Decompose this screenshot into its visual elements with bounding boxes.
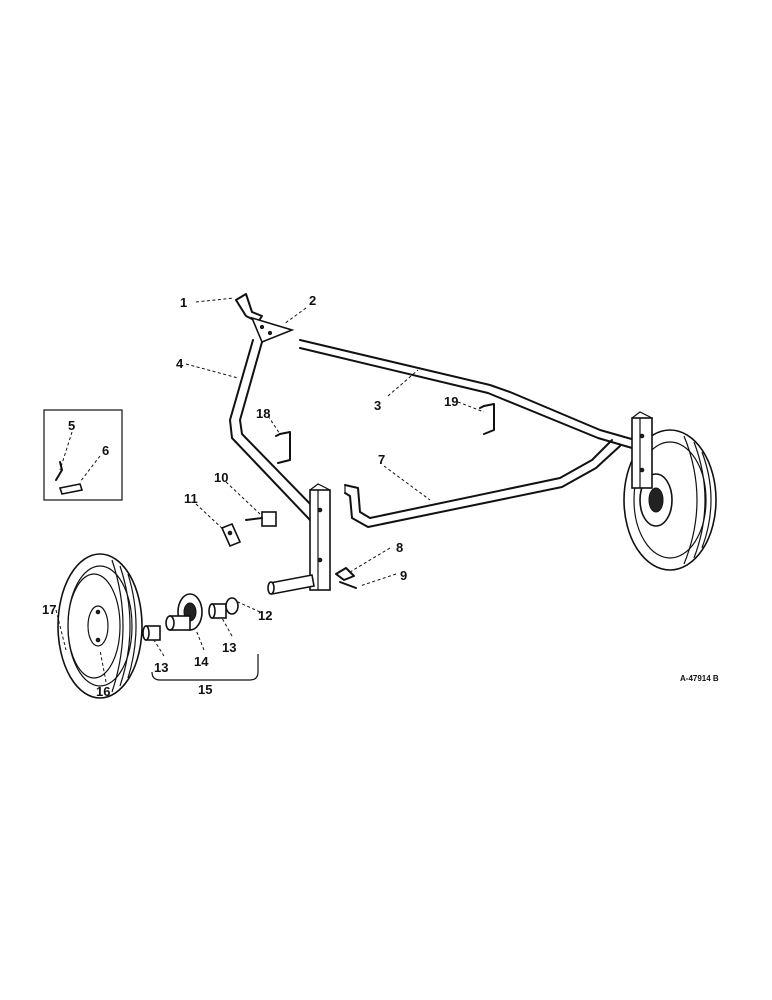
callout-2: 2 bbox=[309, 293, 316, 308]
clip-8 bbox=[335, 567, 355, 581]
callout-11: 11 bbox=[184, 491, 198, 506]
drawing-code: A-47914 B bbox=[680, 674, 719, 683]
bracket-1 bbox=[235, 293, 263, 323]
right-spindle-post bbox=[631, 411, 653, 489]
callout-6: 6 bbox=[102, 443, 109, 458]
callout-13-right: 13 bbox=[222, 640, 236, 655]
bracket-18 bbox=[275, 431, 291, 464]
callout-16: 16 bbox=[96, 684, 110, 699]
callout-7: 7 bbox=[378, 452, 385, 467]
bearing-13-right bbox=[208, 603, 227, 619]
leader-lines bbox=[55, 297, 485, 683]
left-frame-tube bbox=[229, 339, 319, 521]
axle-stub bbox=[267, 574, 315, 595]
callout-17: 17 bbox=[42, 602, 56, 617]
pin-9 bbox=[339, 581, 357, 589]
cup-12 bbox=[225, 597, 239, 615]
long-frame-tube bbox=[299, 339, 636, 449]
callout-8: 8 bbox=[396, 540, 403, 555]
callout-1: 1 bbox=[180, 295, 187, 310]
callout-12: 12 bbox=[258, 608, 272, 623]
plate-2 bbox=[250, 316, 295, 344]
callout-labels: 1 2 3 4 5 6 7 8 9 10 11 12 13 13 14 15 1… bbox=[42, 293, 719, 699]
callout-15: 15 bbox=[198, 682, 212, 697]
hub-14 bbox=[165, 593, 203, 631]
left-wheel bbox=[57, 553, 143, 699]
callout-13-left: 13 bbox=[154, 660, 168, 675]
callout-18: 18 bbox=[256, 406, 270, 421]
callout-14: 14 bbox=[194, 654, 209, 669]
callout-4: 4 bbox=[176, 356, 184, 371]
callout-3: 3 bbox=[374, 398, 381, 413]
pin-10 bbox=[245, 511, 277, 527]
callout-5: 5 bbox=[68, 418, 75, 433]
callout-19: 19 bbox=[444, 394, 458, 409]
left-spindle-post bbox=[309, 483, 331, 591]
callout-9: 9 bbox=[400, 568, 407, 583]
bracket-19 bbox=[479, 403, 495, 435]
plate-11 bbox=[220, 522, 242, 548]
inset-box bbox=[43, 409, 123, 501]
bearing-13-left bbox=[142, 625, 161, 641]
u-frame-tube bbox=[344, 439, 621, 528]
callout-10: 10 bbox=[214, 470, 228, 485]
